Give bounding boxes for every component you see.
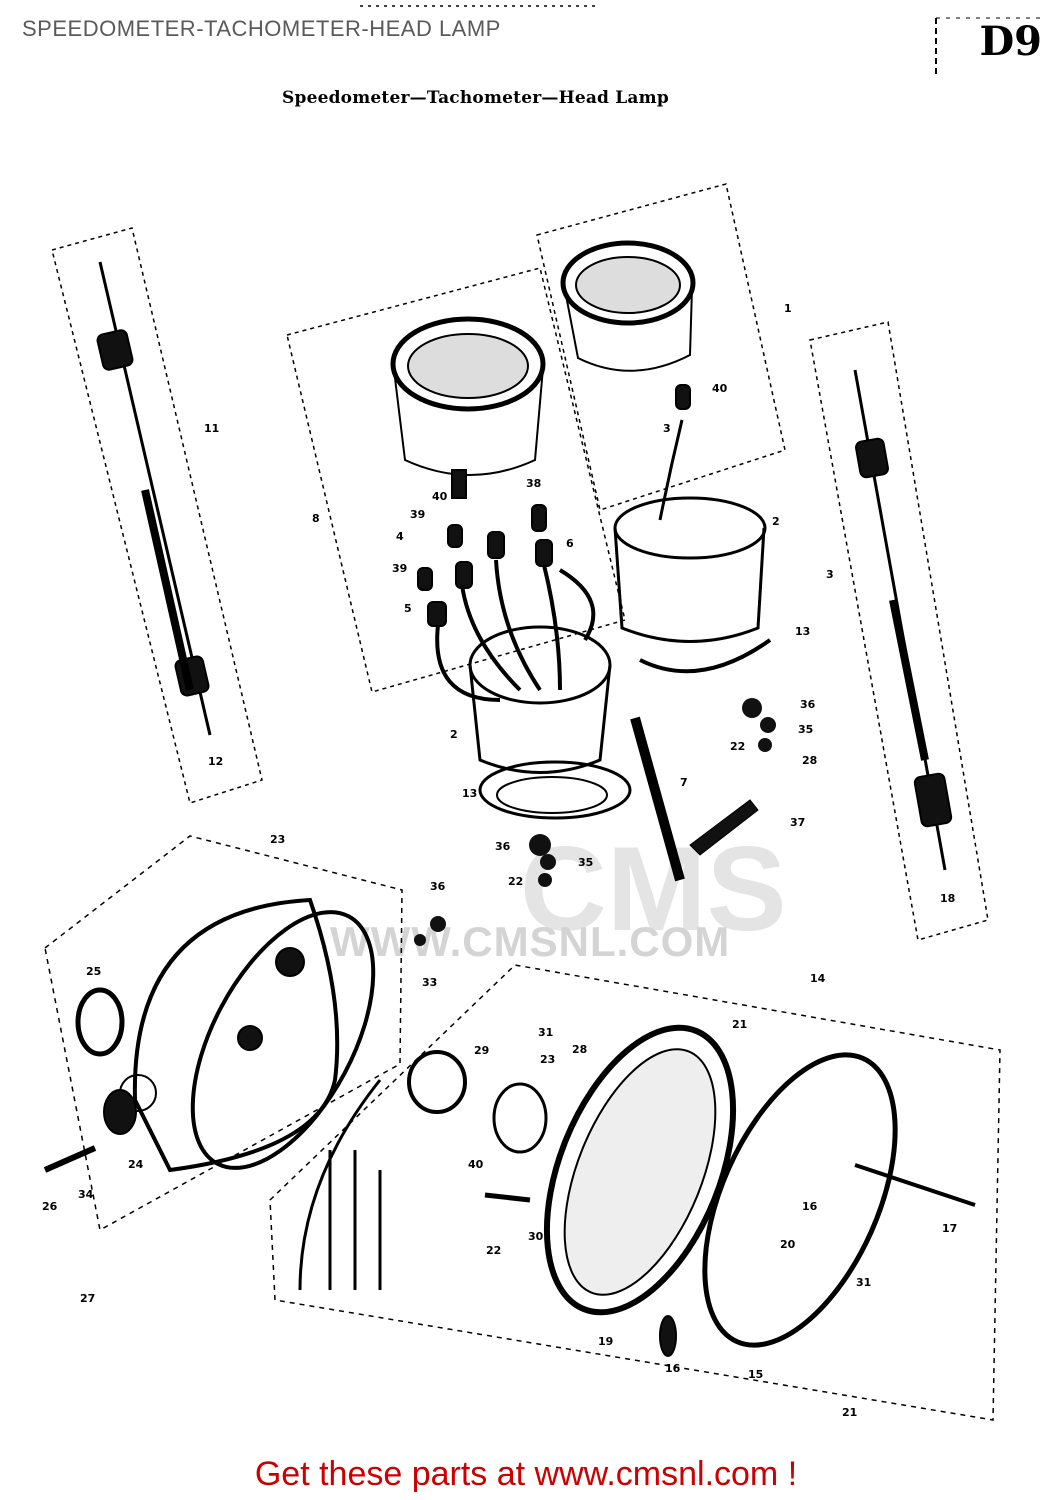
callout-22: 22 <box>486 1244 501 1257</box>
callout-24: 24 <box>128 1158 144 1171</box>
callout-13: 13 <box>795 625 810 638</box>
callout-39b: 39 <box>392 562 407 575</box>
tachometer-case <box>468 625 632 820</box>
callout-36c: 36 <box>430 880 446 893</box>
callout-16: 16 <box>802 1200 818 1213</box>
tachometer-cable <box>51 227 263 804</box>
callout-33: 33 <box>422 976 437 989</box>
speedometer-assembly <box>536 183 786 521</box>
callout-23b: 23 <box>540 1053 555 1066</box>
callout-2: 2 <box>772 515 780 528</box>
callout-15: 15 <box>748 1368 763 1381</box>
diagram-code: D9 <box>979 18 1042 65</box>
callout-labels: 1 2 2 3 3 4 5 6 7 8 11 12 13 13 14 15 16… <box>42 302 957 1419</box>
callout-17: 17 <box>942 1222 957 1235</box>
callout-22c: 22 <box>508 875 523 888</box>
callout-6: 6 <box>566 537 574 550</box>
callout-18: 18 <box>940 892 955 905</box>
callout-13b: 13 <box>462 787 477 800</box>
callout-34: 34 <box>78 1188 94 1201</box>
callout-40b: 40 <box>432 490 448 503</box>
callout-19: 19 <box>598 1335 613 1348</box>
callout-21: 21 <box>732 1018 747 1031</box>
callout-21b: 21 <box>842 1406 857 1419</box>
callout-38: 38 <box>526 477 541 490</box>
grommet-stack <box>414 698 776 946</box>
callout-2b: 2 <box>450 728 458 741</box>
page-title: SPEEDOMETER-TACHOMETER-HEAD LAMP <box>22 16 501 41</box>
callout-1: 1 <box>784 302 792 315</box>
diagram-title: Speedometer—Tachometer—Head Lamp <box>282 88 669 108</box>
bracket <box>689 799 759 856</box>
callout-3b: 3 <box>663 422 671 435</box>
callout-39: 39 <box>410 508 425 521</box>
watermark-url: WWW.CMSNL.COM <box>330 918 731 965</box>
callout-28: 28 <box>572 1043 587 1056</box>
callout-26: 26 <box>42 1200 58 1213</box>
diagram-code-frame <box>935 17 1042 74</box>
footer-cta-link[interactable]: Get these parts at www.cmsnl.com ! <box>254 1455 798 1493</box>
callout-36: 36 <box>800 698 816 711</box>
callout-37: 37 <box>790 816 805 829</box>
callout-40c: 40 <box>468 1158 484 1171</box>
callout-16b: 16 <box>665 1362 681 1375</box>
callout-12: 12 <box>208 755 223 768</box>
callout-20: 20 <box>780 1238 796 1251</box>
callout-40: 40 <box>712 382 728 395</box>
callout-22b: 22 <box>730 740 745 753</box>
headlamp-unit <box>269 964 1001 1421</box>
callout-31: 31 <box>538 1026 553 1039</box>
speedometer-case <box>613 496 772 674</box>
callout-11: 11 <box>204 422 219 435</box>
callout-25: 25 <box>86 965 101 978</box>
callout-36b: 36 <box>495 840 511 853</box>
speedometer-cable <box>809 321 989 941</box>
callout-35b: 35 <box>578 856 593 869</box>
callout-8: 8 <box>312 512 320 525</box>
callout-27: 27 <box>80 1292 95 1305</box>
mounting-rod <box>630 716 685 882</box>
callout-35: 35 <box>798 723 813 736</box>
callout-30: 30 <box>528 1230 544 1243</box>
callout-14: 14 <box>810 972 826 985</box>
callout-28b: 28 <box>802 754 817 767</box>
headlamp-housing <box>43 835 403 1232</box>
callout-3: 3 <box>826 568 834 581</box>
callout-4: 4 <box>396 530 404 543</box>
callout-29: 29 <box>474 1044 489 1057</box>
callout-5: 5 <box>404 602 412 615</box>
tachometer-assembly <box>286 267 626 693</box>
watermark-logo: CMS <box>520 822 787 956</box>
callout-7: 7 <box>680 776 688 789</box>
callout-23: 23 <box>270 833 285 846</box>
callout-31b: 31 <box>856 1276 871 1289</box>
